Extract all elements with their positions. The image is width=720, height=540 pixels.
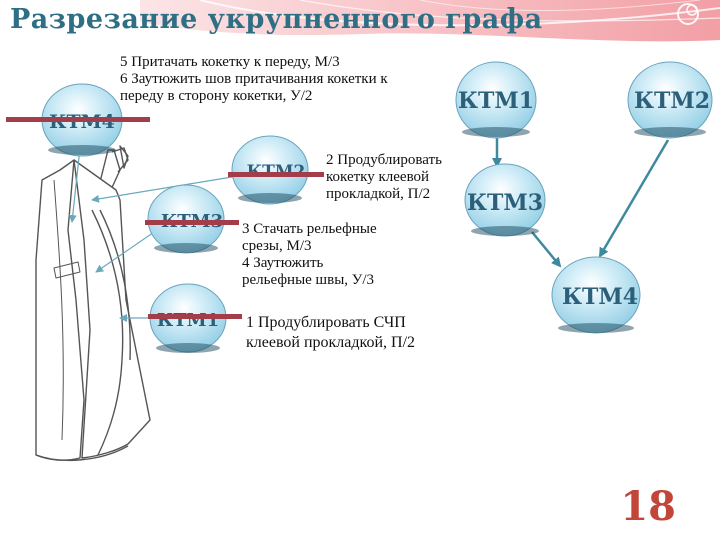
graph-edges	[492, 138, 670, 268]
node-label: КТМ1	[458, 88, 534, 114]
header-banner	[140, 0, 720, 42]
right-node-ktm4[interactable]: КТМ4	[551, 256, 641, 334]
right-node-ktm1[interactable]: КТМ1	[455, 61, 537, 139]
right-node-ktm2[interactable]: КТМ2	[627, 61, 713, 139]
cut-bar	[6, 117, 150, 122]
operation-label-1: 1 Продублировать СЧП клеевой прокладкой,…	[246, 314, 416, 351]
jacket-outline	[35, 145, 151, 462]
left-node-ktm3[interactable]: КТМ3	[147, 184, 225, 254]
edge-ktm2-ktm4	[598, 139, 670, 258]
swirl-icon	[677, 3, 699, 25]
page-title: Разрезание укрупненного графа	[10, 4, 543, 35]
jacket-pointers	[68, 147, 239, 322]
operation-label-5-6: 5 Притачать кокетку к переду, М/3 6 Заут…	[120, 54, 388, 104]
page-number: 18	[620, 483, 676, 530]
node-label: КТМ4	[562, 284, 638, 310]
node-label: КТМ3	[467, 190, 543, 216]
cut-bar	[148, 314, 242, 319]
operation-label-2: 2 Продублировать кокетку клеевой проклад…	[326, 152, 442, 202]
right-node-ktm3[interactable]: КТМ3	[464, 163, 546, 237]
cut-bar	[145, 220, 239, 225]
node-label: КТМ2	[634, 88, 710, 114]
cut-bars	[6, 117, 324, 319]
edge-ktm3-ktm4	[531, 231, 562, 268]
operation-label-3-4: 3 Стачать рельефные срезы, М/3 4 Заутюжи…	[242, 221, 377, 288]
left-node-ktm2[interactable]: КТМ2	[231, 135, 309, 205]
node-label: КТМ1	[157, 310, 219, 331]
cut-bar	[228, 172, 324, 177]
